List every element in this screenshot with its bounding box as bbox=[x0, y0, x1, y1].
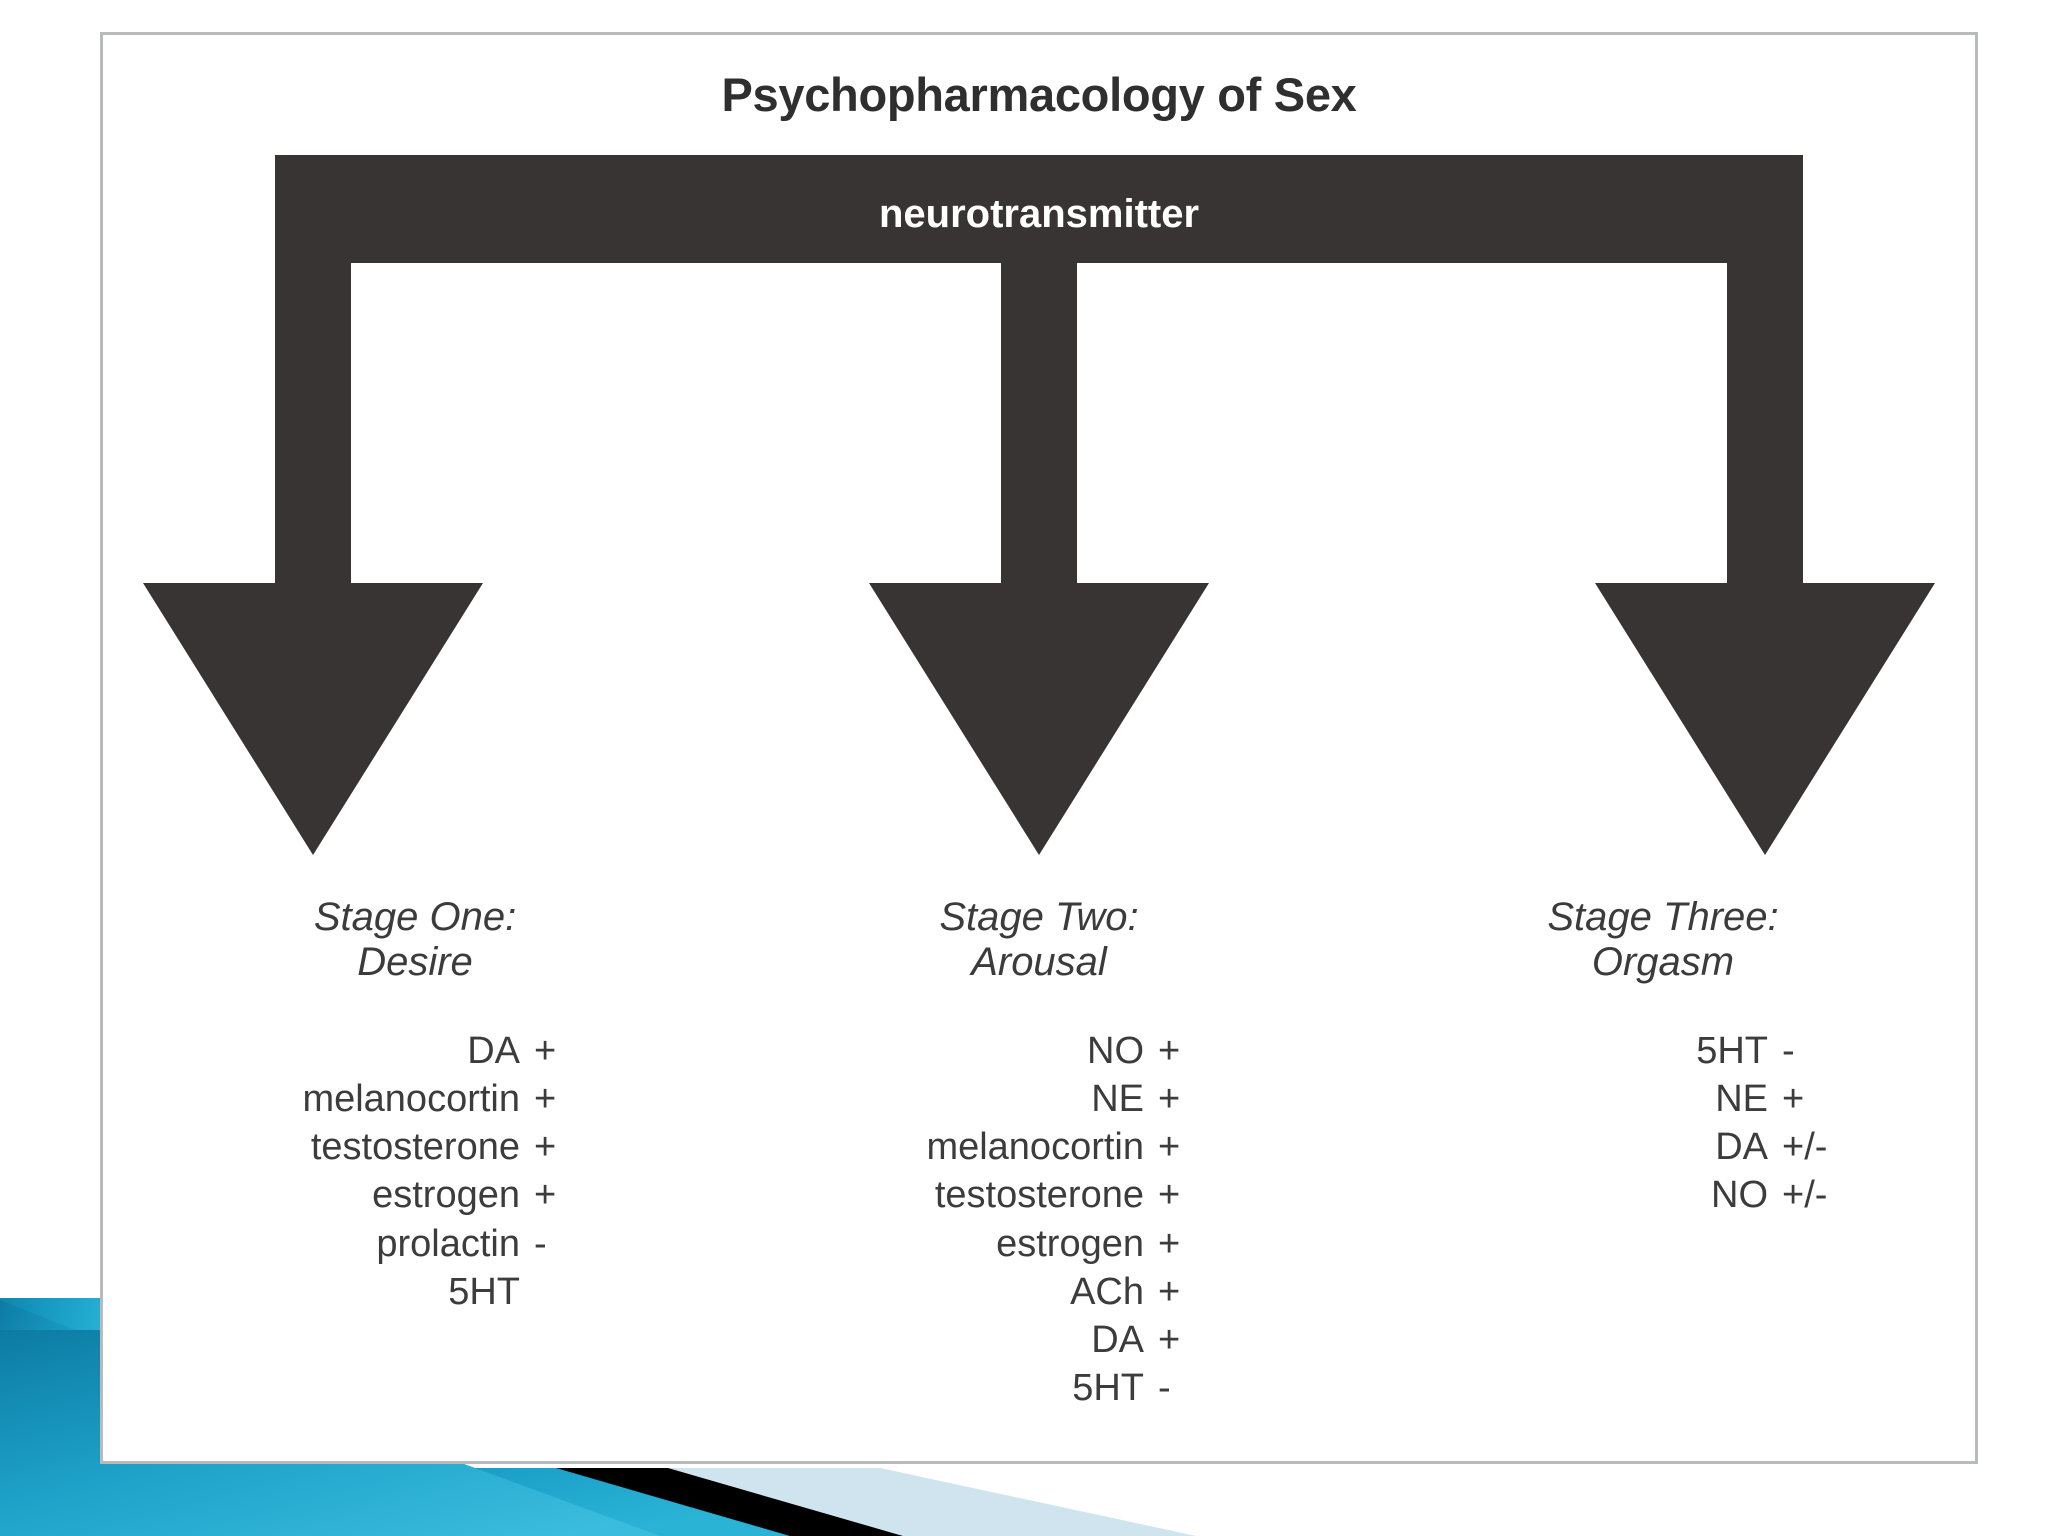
substance-row: ACh + bbox=[834, 1268, 1244, 1316]
substance-name: NO bbox=[1711, 1174, 1768, 1217]
substance-row: 5HT - bbox=[834, 1364, 1244, 1412]
neurotransmitter-bar bbox=[275, 155, 1803, 263]
substance-name: NE bbox=[1091, 1077, 1144, 1120]
substance-sign: + bbox=[534, 1029, 557, 1072]
neurotransmitter-arrow-structure: neurotransmitter bbox=[143, 155, 1935, 855]
pale-blue-slash bbox=[668, 1468, 1196, 1536]
stage-one-substance-list: DA + melanocortin + testosterone + estro… bbox=[210, 1027, 620, 1317]
stage-column-two: Stage Two: Arousal NO + NE + melanocorti… bbox=[727, 895, 1351, 1413]
substance-sign: + bbox=[534, 1126, 557, 1169]
substance-row: DA + bbox=[210, 1027, 620, 1075]
substance-sign: +/- bbox=[1782, 1174, 1828, 1217]
substance-row: estrogen + bbox=[834, 1220, 1244, 1268]
substance-sign: + bbox=[1158, 1319, 1181, 1362]
stage-column-three: Stage Three: Orgasm 5HT - NE + DA +/- NO… bbox=[1351, 895, 1975, 1413]
substance-name: estrogen bbox=[372, 1174, 520, 1217]
substance-name: ACh bbox=[1070, 1270, 1144, 1313]
substance-sign: + bbox=[1158, 1270, 1181, 1313]
substance-row: NE + bbox=[1458, 1075, 1868, 1123]
neurotransmitter-label: neurotransmitter bbox=[879, 192, 1199, 236]
substance-name: DA bbox=[1091, 1319, 1144, 1362]
stage-two-substance-list: NO + NE + melanocortin + testosterone + … bbox=[834, 1027, 1244, 1413]
substance-row: melanocortin + bbox=[210, 1075, 620, 1123]
substance-name: estrogen bbox=[996, 1222, 1144, 1265]
substance-sign: - bbox=[1782, 1029, 1795, 1072]
teal-wedge-left-slope bbox=[0, 1300, 100, 1536]
substance-name: testosterone bbox=[934, 1174, 1144, 1217]
substance-sign: + bbox=[534, 1077, 557, 1120]
substance-sign: +/- bbox=[1782, 1126, 1828, 1169]
substance-name: prolactin bbox=[376, 1222, 520, 1265]
substance-name: testosterone bbox=[310, 1126, 520, 1169]
substance-row: estrogen + bbox=[210, 1171, 620, 1219]
substance-row: DA + bbox=[834, 1316, 1244, 1364]
substance-sign: + bbox=[1158, 1126, 1181, 1169]
arrowhead-right bbox=[1595, 583, 1935, 855]
arrowhead-left bbox=[143, 583, 483, 855]
substance-row: testosterone + bbox=[210, 1123, 620, 1171]
diagram-frame: Psychopharmacology of Sex neurotransmitt… bbox=[100, 32, 1978, 1464]
arrowhead-center bbox=[869, 583, 1209, 855]
teal-band-bottom bbox=[0, 1468, 800, 1536]
stage-one-heading: Stage One: Desire bbox=[313, 895, 517, 984]
substance-row: melanocortin + bbox=[834, 1123, 1244, 1171]
substance-name: 5HT bbox=[448, 1270, 520, 1313]
stage-three-heading: Stage Three: Orgasm bbox=[1547, 895, 1779, 984]
substance-row: NO + bbox=[834, 1027, 1244, 1075]
black-slash bbox=[556, 1468, 905, 1536]
stem-center bbox=[1001, 263, 1077, 603]
stage-column-one: Stage One: Desire DA + melanocortin + te… bbox=[103, 895, 727, 1413]
substance-row: testosterone + bbox=[834, 1171, 1244, 1219]
substance-name: melanocortin bbox=[926, 1126, 1144, 1169]
substance-row: 5HT - bbox=[1458, 1027, 1868, 1075]
substance-name: NO bbox=[1087, 1029, 1144, 1072]
substance-name: DA bbox=[467, 1029, 520, 1072]
stage-three-substance-list: 5HT - NE + DA +/- NO +/- bbox=[1458, 1027, 1868, 1220]
substance-sign: - bbox=[1158, 1367, 1171, 1410]
substance-row: DA +/- bbox=[1458, 1123, 1868, 1171]
substance-sign: + bbox=[1782, 1077, 1805, 1120]
stem-left bbox=[275, 263, 351, 603]
substance-row: prolactin - bbox=[210, 1220, 620, 1268]
substance-name: 5HT bbox=[1072, 1367, 1144, 1410]
substance-sign: + bbox=[1158, 1077, 1181, 1120]
substance-name: NE bbox=[1715, 1077, 1768, 1120]
substance-name: melanocortin bbox=[302, 1077, 520, 1120]
stage-two-heading: Stage Two: Arousal bbox=[939, 895, 1139, 984]
substance-name: DA bbox=[1715, 1126, 1768, 1169]
substance-name: 5HT bbox=[1696, 1029, 1768, 1072]
substance-row: NO +/- bbox=[1458, 1171, 1868, 1219]
teal-wedge-left bbox=[0, 1298, 102, 1536]
page-title: Psychopharmacology of Sex bbox=[721, 68, 1357, 121]
substance-sign: + bbox=[1158, 1222, 1181, 1265]
substance-sign: + bbox=[534, 1174, 557, 1217]
substance-sign: + bbox=[1158, 1174, 1181, 1217]
substance-sign: - bbox=[534, 1222, 547, 1265]
substance-row: 5HT bbox=[210, 1268, 620, 1316]
substance-sign: + bbox=[1158, 1029, 1181, 1072]
substance-row: NE + bbox=[834, 1075, 1244, 1123]
stage-columns: Stage One: Desire DA + melanocortin + te… bbox=[103, 895, 1975, 1413]
stem-right bbox=[1727, 263, 1803, 603]
